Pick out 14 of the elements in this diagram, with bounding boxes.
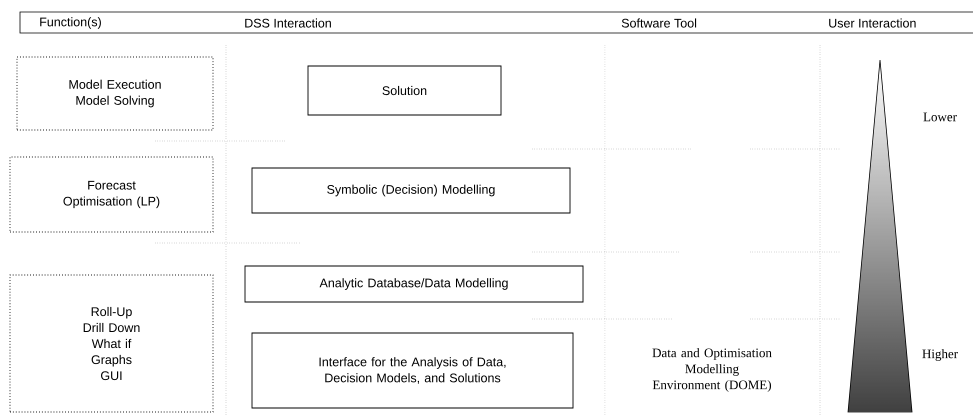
column-header: User Interaction	[829, 18, 916, 28]
label: Lower	[923, 112, 957, 122]
interaction-box: Interface for the Analysis of Data, Decision Models, and Solutions	[252, 332, 574, 408]
function-box: Forecast Optimisation (LP)	[10, 156, 214, 232]
interaction-box: Symbolic (Decision) Modelling	[252, 168, 570, 214]
interaction-box: Analytic Database/Data Modelling	[244, 266, 584, 302]
column-header: Software Tool	[622, 18, 696, 28]
interaction-box: Solution	[308, 66, 502, 116]
column-header: Function(s)	[40, 17, 101, 29]
column-header: DSS Interaction	[245, 18, 331, 28]
label: Higher	[922, 349, 958, 361]
function-box: Roll-Up Drill Down What if Graphs GUI	[10, 274, 214, 412]
label: Data and Optimisation Modelling Environment (DOME)	[652, 348, 772, 392]
function-box: Model Execution Model Solving	[16, 56, 214, 130]
